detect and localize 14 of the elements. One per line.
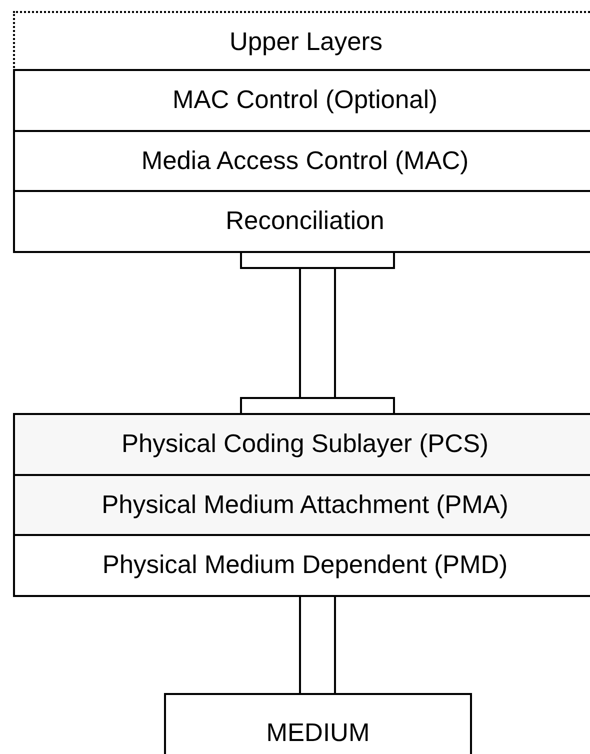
interface-connector <box>240 251 395 415</box>
layer-box <box>13 413 590 476</box>
layer-label: Upper Layers <box>229 28 383 56</box>
layer-label: Media Access Control (MAC) <box>141 146 469 176</box>
interface-connector <box>299 595 336 695</box>
layer-label: Physical Medium Dependent (PMD) <box>102 551 508 580</box>
layer-label: MEDIUM <box>266 718 370 748</box>
layer-label: Physical Coding Sublayer (PCS) <box>121 430 489 459</box>
layer-box <box>13 69 590 132</box>
layer-box-dotted <box>13 11 590 71</box>
layer-label: Reconciliation <box>226 207 384 236</box>
layer-label: MAC Control (Optional) <box>172 86 438 115</box>
layer-box <box>13 474 590 536</box>
layer-label: Physical Medium Attachment (PMA) <box>102 490 508 520</box>
